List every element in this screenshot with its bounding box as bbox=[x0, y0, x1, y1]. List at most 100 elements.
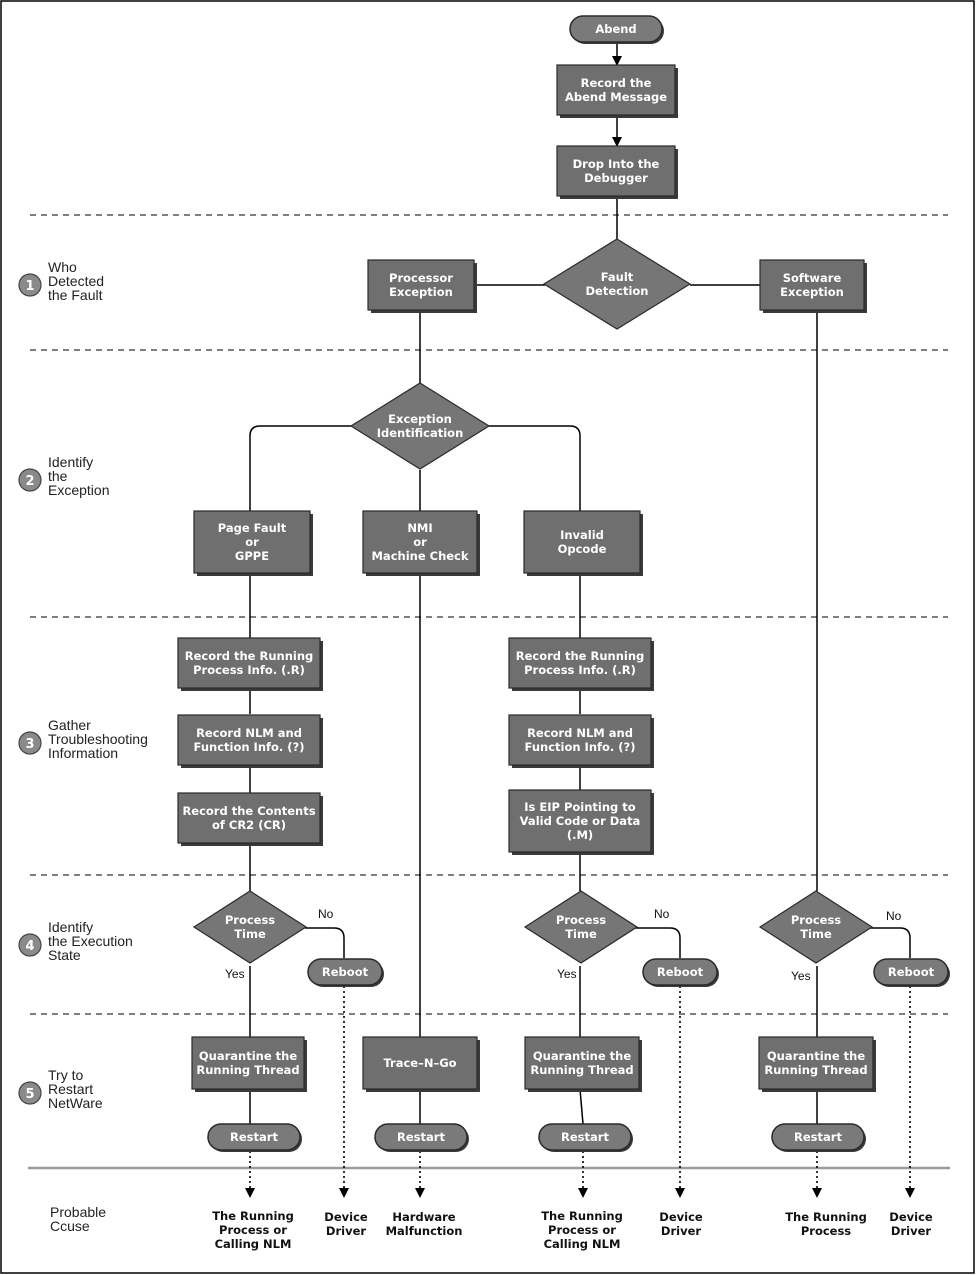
outcome-text: Hardware bbox=[392, 1210, 455, 1224]
stage-title-line: the bbox=[48, 468, 68, 484]
stage-number-badge bbox=[18, 1081, 42, 1105]
no-label: No bbox=[654, 907, 670, 921]
quarantine-a-text: Quarantine the bbox=[199, 1049, 297, 1063]
stage-title-line: the Execution bbox=[48, 933, 133, 949]
no-label: No bbox=[886, 909, 902, 923]
restart-d-text: Restart bbox=[794, 1130, 842, 1144]
yes-label: Yes bbox=[225, 967, 245, 981]
trace-n-go-text: Trace–N–Go bbox=[383, 1056, 456, 1070]
stage-title-line: Information bbox=[48, 745, 118, 761]
process-time-b-text: Time bbox=[565, 927, 597, 941]
reboot-b-terminal: Reboot bbox=[642, 958, 719, 987]
process-time-a-text: Process bbox=[225, 913, 275, 927]
stage-title-line: State bbox=[48, 947, 81, 963]
page-fault-text: GPPE bbox=[235, 549, 269, 563]
outcome-text: The Running bbox=[212, 1209, 294, 1223]
software-exception-text: Exception bbox=[780, 285, 844, 299]
abend-terminal: Abend bbox=[569, 15, 664, 44]
outcome-text: The Running bbox=[785, 1210, 867, 1224]
stage-number: 1 bbox=[25, 279, 34, 294]
record-cr2-text: Record the Contents bbox=[182, 804, 315, 818]
record-abend-text: Record the bbox=[581, 76, 652, 90]
outcome-text: Driver bbox=[326, 1224, 366, 1238]
stage-title-line: the Fault bbox=[48, 287, 103, 303]
stage-title-line: Who bbox=[48, 259, 77, 275]
record-running-a-text: Record the Running bbox=[185, 649, 314, 663]
reboot-c-text: Reboot bbox=[888, 965, 935, 979]
stage-title-line: Troubleshooting bbox=[48, 731, 148, 747]
eip-check-text: Is EIP Pointing to bbox=[524, 800, 636, 814]
stage-number-badge bbox=[18, 273, 42, 297]
outcome-text: Process or bbox=[548, 1223, 616, 1237]
edge-labels: No Yes No Yes No Yes bbox=[225, 907, 902, 983]
reboot-a-text: Reboot bbox=[322, 965, 369, 979]
outcome-text: Device bbox=[324, 1210, 368, 1224]
connectors bbox=[245, 43, 915, 1198]
stage-number: 5 bbox=[25, 1087, 34, 1102]
stage-number: 2 bbox=[25, 474, 34, 489]
invalid-opcode-text: Invalid bbox=[560, 528, 604, 542]
eip-check-text: Valid Code or Data bbox=[520, 814, 641, 828]
restart-b-terminal: Restart bbox=[374, 1123, 469, 1152]
record-nlm-b-text: Record NLM and bbox=[527, 726, 633, 740]
drop-debugger-text: Drop Into the bbox=[573, 157, 660, 171]
record-running-b-text: Record the Running bbox=[516, 649, 645, 663]
process-time-c-text: Time bbox=[800, 927, 832, 941]
outcome-text: Device bbox=[889, 1210, 933, 1224]
stage-title-line: Try to bbox=[48, 1067, 83, 1083]
fault-detection-text: Fault bbox=[601, 270, 634, 284]
stage-title-line: Gather bbox=[48, 717, 91, 733]
eip-check-text: (.M) bbox=[567, 828, 593, 842]
software-exception-text: Software bbox=[783, 271, 842, 285]
stage-title-line: Detected bbox=[48, 273, 104, 289]
quarantine-c-text: Quarantine the bbox=[767, 1049, 865, 1063]
probable-cause-line: Ccuse bbox=[50, 1218, 90, 1234]
restart-d-terminal: Restart bbox=[771, 1123, 866, 1152]
record-running-b-text: Process Info. (.R) bbox=[524, 663, 636, 677]
page-fault-text: Page Fault bbox=[218, 521, 287, 535]
exception-identification-text: Exception bbox=[388, 412, 452, 426]
outcome-text: The Running bbox=[541, 1209, 623, 1223]
nmi-text: Machine Check bbox=[371, 549, 468, 563]
stage-title-line: Exception bbox=[48, 482, 109, 498]
exception-identification-text: Identification bbox=[377, 426, 464, 440]
outcome-text: Calling NLM bbox=[215, 1237, 292, 1251]
yes-label: Yes bbox=[557, 967, 577, 981]
yes-label: Yes bbox=[791, 969, 811, 983]
stage-title-line: NetWare bbox=[48, 1095, 103, 1111]
outcome-text: Driver bbox=[661, 1224, 701, 1238]
record-abend-text: Abend Message bbox=[565, 90, 667, 104]
outcome-text: Device bbox=[659, 1210, 703, 1224]
record-nlm-a-text: Function Info. (?) bbox=[194, 740, 305, 754]
abend-text: Abend bbox=[595, 22, 636, 36]
processor-exception-text: Exception bbox=[389, 285, 453, 299]
fault-detection-text: Detection bbox=[586, 284, 649, 298]
process-time-b-text: Process bbox=[556, 913, 606, 927]
